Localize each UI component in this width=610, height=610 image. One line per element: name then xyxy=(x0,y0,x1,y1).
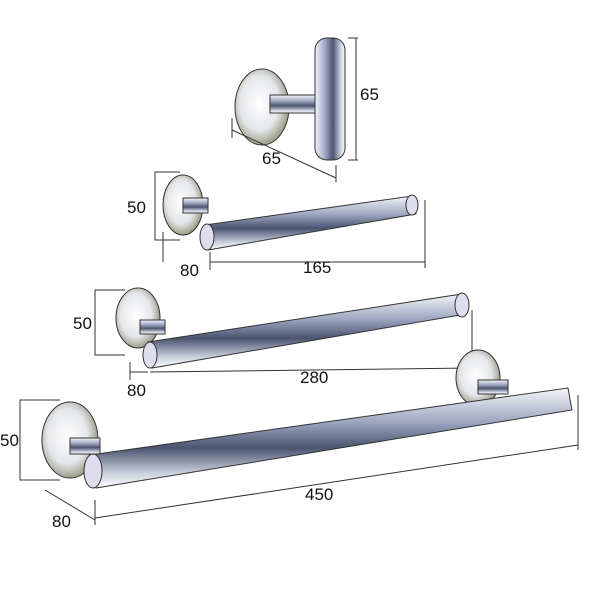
bar-long-length-label: 450 xyxy=(305,485,334,504)
bar-long-depth-label: 80 xyxy=(52,512,71,531)
holder-height-label: 50 xyxy=(127,198,146,217)
hook-height-label: 65 xyxy=(360,85,379,104)
bar-long-height-label: 50 xyxy=(0,431,19,450)
towel-bar-long-drawing xyxy=(19,349,579,525)
bar-short-depth-label: 80 xyxy=(127,381,146,400)
toilet-paper-holder-drawing xyxy=(154,171,426,270)
holder-depth-label: 80 xyxy=(180,261,199,280)
bar-short-length-label: 280 xyxy=(300,368,329,387)
robe-hook-drawing xyxy=(231,37,358,182)
towel-bar-short-drawing xyxy=(94,287,473,380)
hook-depth-label: 65 xyxy=(262,149,281,168)
bar-short-height-label: 50 xyxy=(73,314,92,333)
holder-length-label: 165 xyxy=(303,258,332,277)
